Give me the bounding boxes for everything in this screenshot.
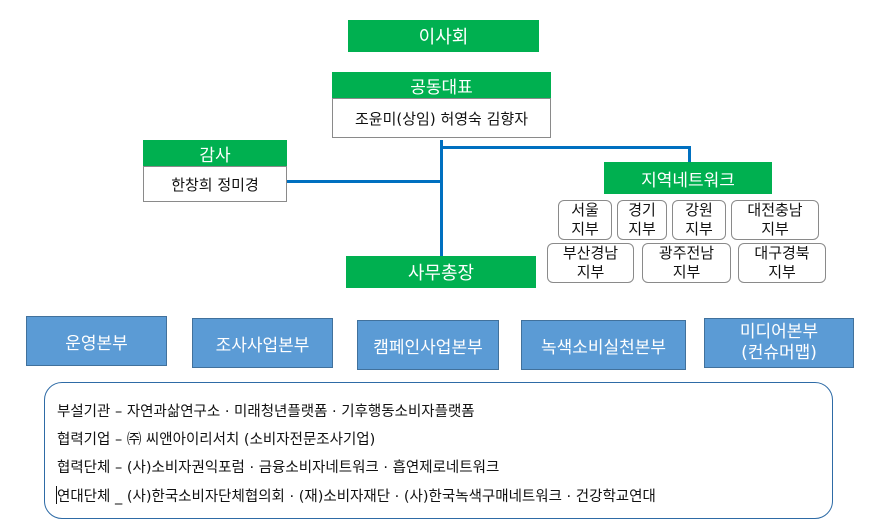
dept-sublabel: (컨슈머맵) xyxy=(741,343,817,363)
board-box: 이사회 xyxy=(348,20,539,52)
dept-label: 캠페인사업본부 xyxy=(373,337,483,358)
solidarity-organizations-line: 연대단체 _ (사)한국소비자단체협의회 · (재)소비자재단 · (사)한국녹… xyxy=(57,489,656,505)
branch-gangwon: 강원 지부 xyxy=(672,200,726,240)
branch-seoul: 서울 지부 xyxy=(558,200,612,240)
board-label: 이사회 xyxy=(418,27,469,48)
branch-name: 경기 xyxy=(628,201,656,219)
branch-suffix: 지부 xyxy=(768,263,796,281)
auditor-title-box: 감사 xyxy=(143,140,287,166)
text-cursor xyxy=(56,486,57,504)
branch-suffix: 지부 xyxy=(571,220,599,238)
branch-name: 서울 xyxy=(571,201,599,219)
branch-name: 광주전남 xyxy=(658,244,715,262)
co-ceo-names: 조윤미(상임) 허영숙 김향자 xyxy=(354,109,529,128)
branch-daejeon-chungnam: 대전충남 지부 xyxy=(731,200,819,240)
affiliated-institutions-line: 부설기관 – 자연과삶연구소 · 미래청년플랫폼 · 기후행동소비자플랫폼 xyxy=(57,404,475,420)
branch-name: 강원 xyxy=(685,201,713,219)
branch-suffix: 지부 xyxy=(672,263,701,281)
auditor-names: 한창희 정미경 xyxy=(171,175,259,194)
connector-vertical-main xyxy=(440,140,443,258)
auditor-names-box: 한창희 정미경 xyxy=(143,166,287,202)
dept-campaign: 캠페인사업본부 xyxy=(357,320,499,370)
connector-network-vertical xyxy=(688,146,691,163)
branch-name: 대전충남 xyxy=(747,201,803,219)
secretary-general-label: 사무총장 xyxy=(407,263,475,284)
co-ceo-title-box: 공동대표 xyxy=(332,72,551,98)
dept-green-consumption: 녹색소비실천본부 xyxy=(521,320,686,370)
branch-name: 부산경남 xyxy=(562,244,619,262)
partner-companies-line: 협력기업 – ㈜ 씨앤아이리서치 (소비자전문조사기업) xyxy=(57,432,376,448)
network-title-box: 지역네트워크 xyxy=(604,162,772,194)
connector-network-horizontal xyxy=(440,146,691,149)
auditor-title: 감사 xyxy=(199,145,231,166)
branch-suffix: 지부 xyxy=(685,220,713,238)
dept-operations: 운영본부 xyxy=(26,316,167,366)
branch-suffix: 지부 xyxy=(576,263,605,281)
affiliates-panel xyxy=(44,382,833,519)
dept-label: 조사사업본부 xyxy=(215,335,310,356)
partner-organizations-line: 협력단체 – (사)소비자권익포럼 · 금융소비자네트워크 · 흡연제로네트워크 xyxy=(57,460,500,476)
secretary-general-box: 사무총장 xyxy=(346,256,536,288)
branch-daegu-gyeongbuk: 대구경북 지부 xyxy=(738,243,826,283)
branch-suffix: 지부 xyxy=(628,220,656,238)
dept-media: 미디어본부 (컨슈머맵) xyxy=(704,318,854,368)
dept-research: 조사사업본부 xyxy=(192,318,333,368)
dept-label: 녹색소비실천본부 xyxy=(540,337,667,358)
branch-gyeonggi: 경기 지부 xyxy=(617,200,667,240)
branch-suffix: 지부 xyxy=(761,220,789,238)
network-title: 지역네트워크 xyxy=(641,170,735,191)
co-ceo-title: 공동대표 xyxy=(410,77,473,98)
dept-label: 운영본부 xyxy=(65,333,128,354)
branch-name: 대구경북 xyxy=(754,244,810,262)
branch-gwangju-jeonnam: 광주전남 지부 xyxy=(642,243,731,283)
connector-auditor xyxy=(285,180,442,183)
co-ceo-names-box: 조윤미(상임) 허영숙 김향자 xyxy=(332,98,551,138)
branch-busan-gyeongnam: 부산경남 지부 xyxy=(547,243,634,283)
dept-label: 미디어본부 xyxy=(739,322,819,342)
